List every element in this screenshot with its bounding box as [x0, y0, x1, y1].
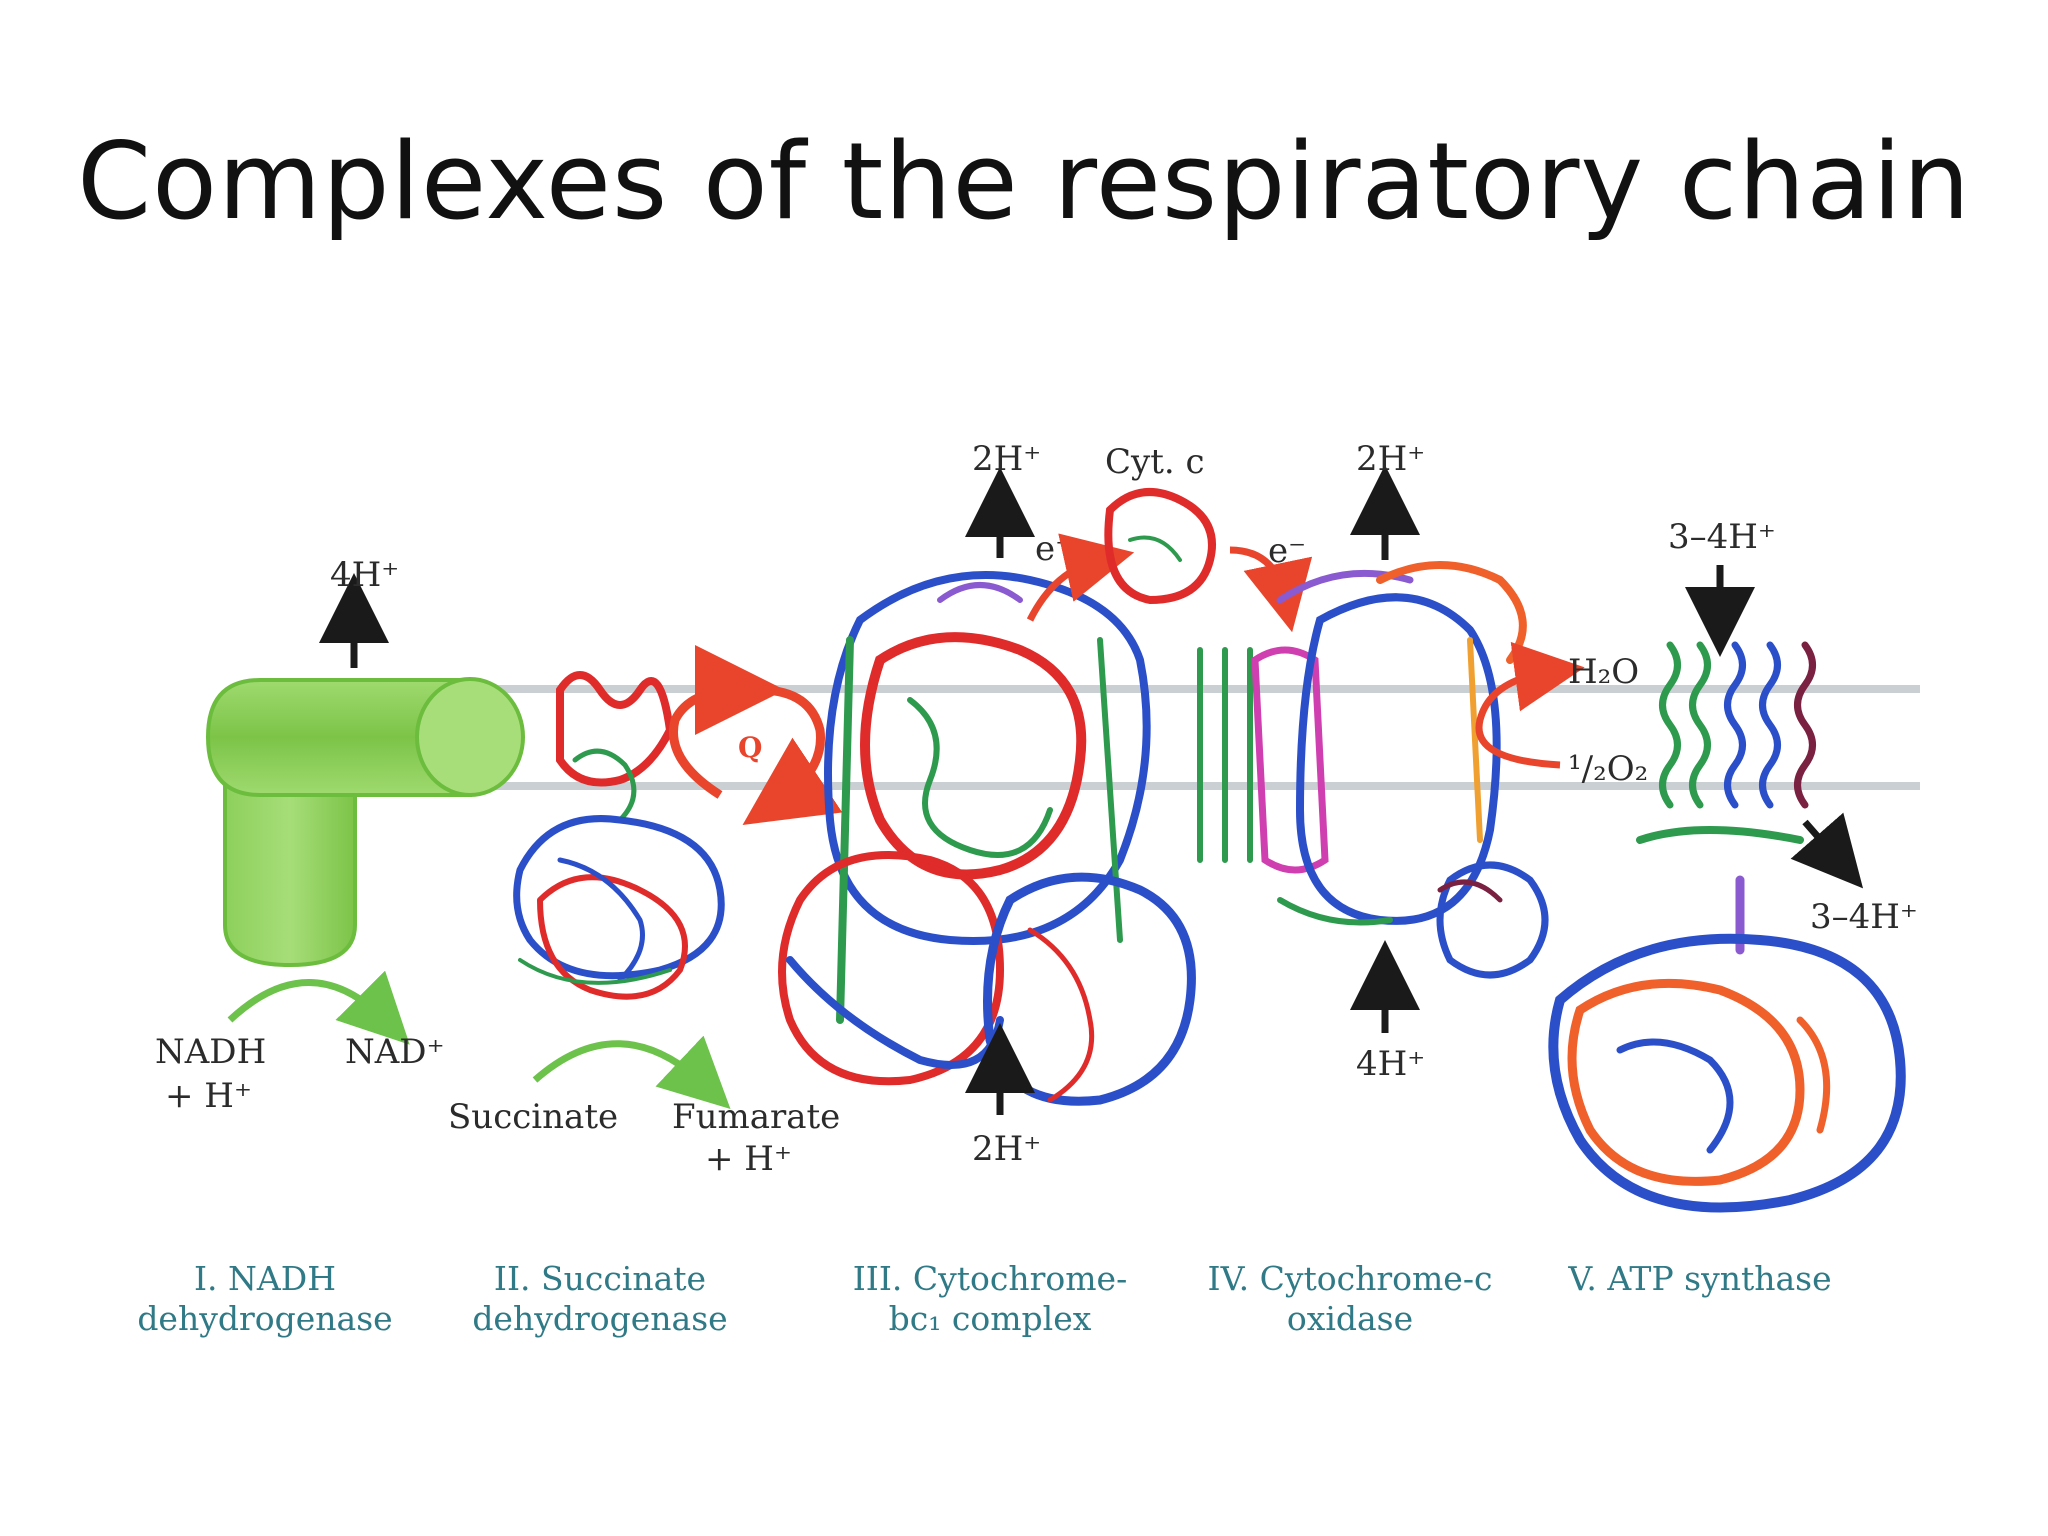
caption-complex-ii-line2: dehydrogenase	[472, 1299, 727, 1338]
c4-electron-arrow	[1229, 546, 1313, 633]
c3-top-proton-label: 2H⁺	[972, 439, 1041, 479]
c2-h-label: + H⁺	[705, 1139, 792, 1179]
c1-nadh-arrow	[227, 970, 410, 1045]
caption-complex-i-line2: dehydrogenase	[137, 1299, 392, 1338]
water-label: H₂O	[1568, 652, 1639, 692]
cytc-label: Cyt. c	[1105, 442, 1205, 482]
page-title: Complexes of the respiratory chain	[77, 120, 1971, 243]
c5-out-proton-label: 3–4H⁺	[1810, 897, 1918, 937]
c2-fumarate-label: Fumarate	[672, 1097, 840, 1137]
caption-complex-iii-line2: bc₁ complex	[889, 1299, 1092, 1338]
c3-bottom-proton-label: 2H⁺	[972, 1129, 1041, 1169]
complex-captions: I. NADH dehydrogenase II. Succinate dehy…	[137, 1259, 1831, 1338]
complex-i-shape	[205, 677, 525, 968]
c2-succinate-label: Succinate	[448, 1097, 618, 1137]
c1-nad-label: NAD⁺	[345, 1032, 445, 1072]
cytochrome-c-structure	[1104, 488, 1216, 605]
complex-iii-structure	[778, 571, 1196, 1106]
c1-proton-label: 4H⁺	[330, 555, 399, 595]
c1-nadh-label: NADH	[155, 1032, 266, 1072]
c4-top-proton-label: 2H⁺	[1356, 439, 1425, 479]
oxygen-label: ¹/₂O₂	[1568, 749, 1648, 789]
c1-h-label: + H⁺	[165, 1076, 252, 1116]
caption-complex-iv-line1: IV. Cytochrome-c	[1208, 1259, 1493, 1298]
c3-electron-label: e⁻	[1035, 529, 1073, 569]
q-cycle: Q	[669, 645, 843, 825]
c2-succinate-arrow	[532, 1035, 731, 1109]
membrane	[380, 685, 1920, 790]
c5-out-proton-arrow	[1790, 812, 1864, 889]
caption-complex-i-line1: I. NADH	[194, 1259, 336, 1298]
caption-complex-iv-line2: oxidase	[1287, 1299, 1413, 1338]
q-label: Q	[738, 731, 762, 764]
c3-electron-arrow	[1026, 533, 1135, 622]
complex-v-structure	[1548, 641, 1906, 1213]
c4-bottom-proton-label: 4H⁺	[1356, 1044, 1425, 1084]
c4-electron-label: e⁻	[1268, 531, 1306, 571]
caption-complex-ii-line1: II. Succinate	[494, 1259, 706, 1298]
complex-ii-structure	[513, 671, 725, 1000]
caption-complex-iii-line1: III. Cytochrome-	[853, 1259, 1127, 1298]
caption-complex-v-line1: V. ATP synthase	[1567, 1259, 1831, 1298]
oxygen-water-arrow	[1475, 641, 1585, 769]
c5-in-proton-label: 3–4H⁺	[1668, 517, 1776, 557]
complex-iv-structure	[1197, 561, 1549, 979]
